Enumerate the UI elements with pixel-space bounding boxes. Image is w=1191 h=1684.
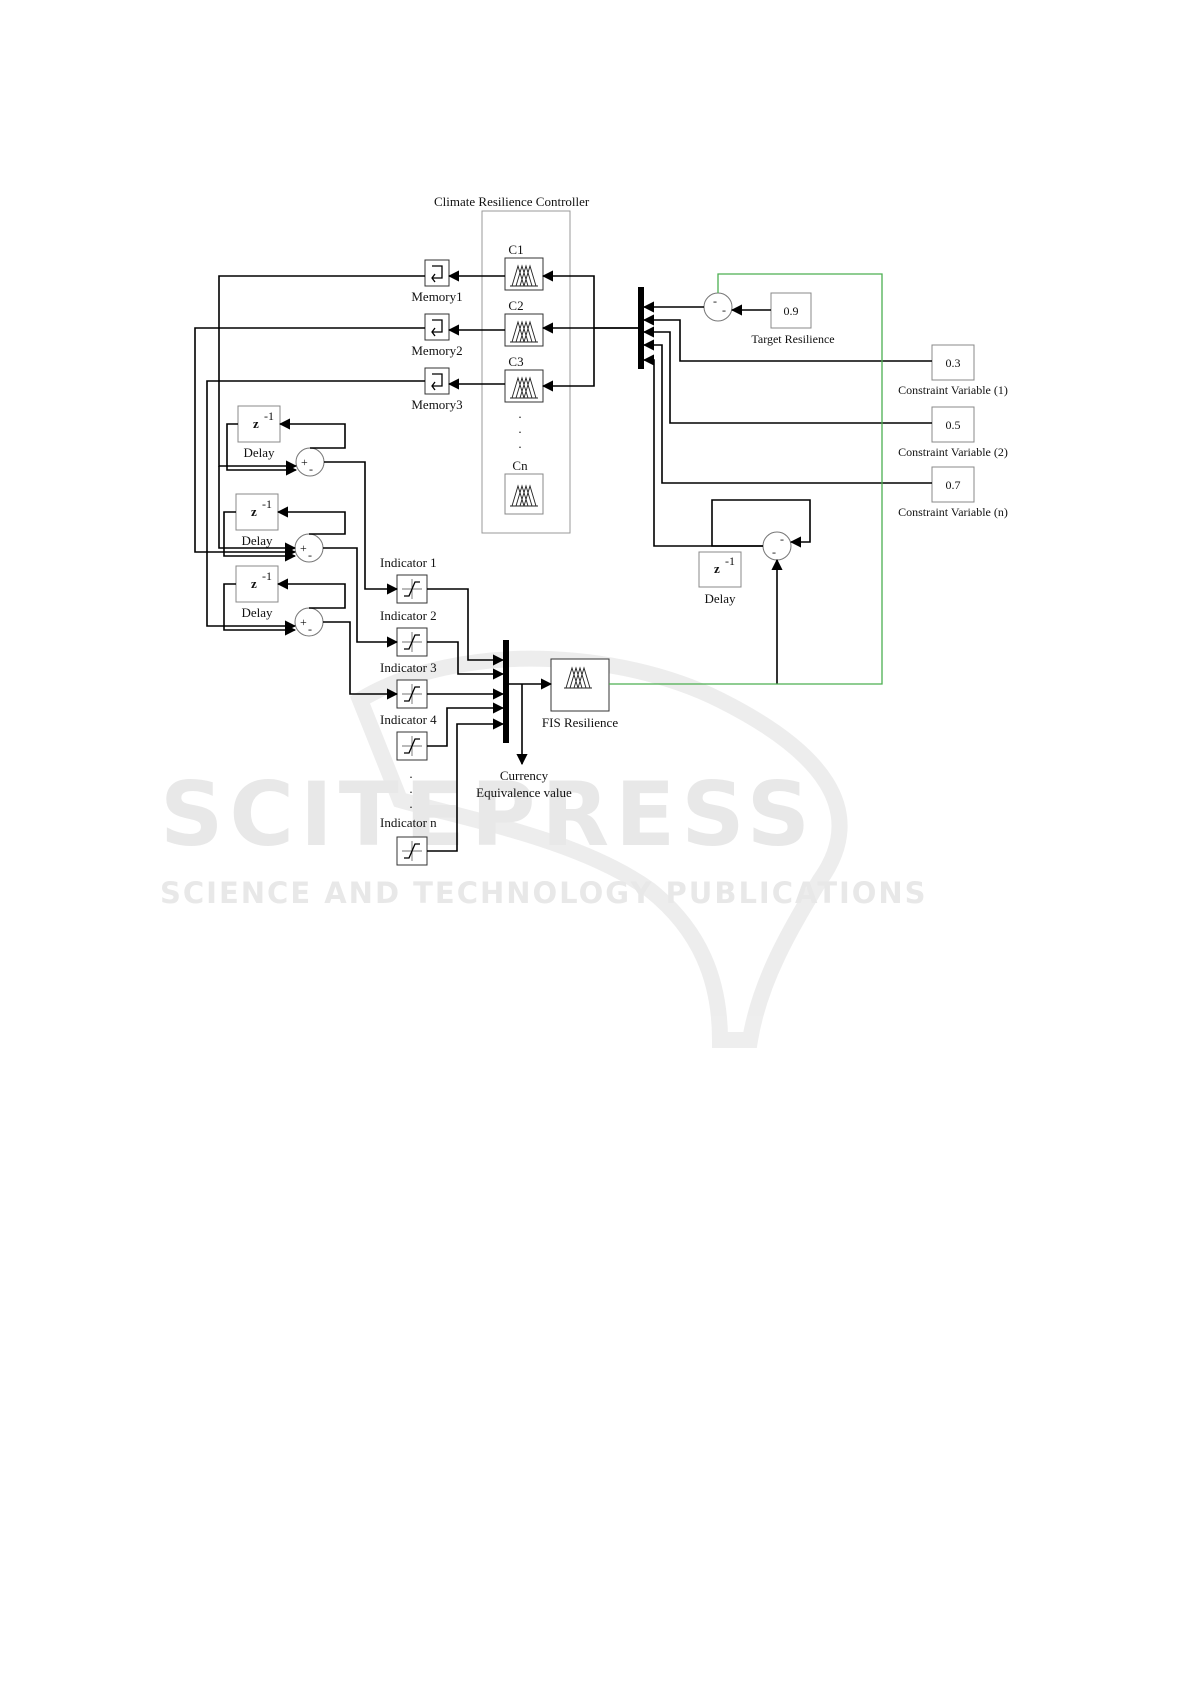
constraint-1-box — [931, 344, 975, 381]
delay-exponent: -1 — [725, 554, 735, 568]
sum-sign: - — [772, 545, 776, 559]
memory-block-3-label: Memory3 — [411, 397, 462, 412]
sum-block-2[interactable]: + - — [294, 533, 324, 563]
target-sum-circle — [703, 292, 733, 322]
target-resilience-block[interactable]: 0.9 Target Resilience — [751, 292, 835, 346]
controller-block-c2[interactable]: C2 — [504, 298, 544, 347]
memory-block-1-box — [424, 259, 450, 287]
memory-block-3-box — [424, 367, 450, 395]
constraint-2-box — [931, 406, 975, 443]
ellipsis-dot: . — [409, 781, 412, 796]
target-resilience-label: Target Resilience — [751, 332, 834, 346]
controller-block-cn-label: Cn — [512, 458, 528, 473]
output-label-line2: Equivalence value — [476, 785, 572, 800]
sum-sign: + — [300, 541, 307, 555]
controller-block-c2-label: C2 — [508, 298, 523, 313]
ellipsis-dot: . — [518, 436, 521, 451]
constraint-block-n[interactable]: 0.7 Constraint Variable (n) — [898, 466, 1008, 519]
right-delay-block[interactable]: z -1 Delay — [698, 551, 742, 606]
output-label-line1: Currency — [500, 768, 549, 783]
constraint-2-value: 0.5 — [946, 418, 961, 432]
sum-sign: - — [308, 548, 312, 562]
watermark: SCITEPRESS SCIENCE AND TECHNOLOGY PUBLIC… — [160, 650, 928, 1048]
sum-sign: - — [308, 622, 312, 636]
delay-block-2-label: Delay — [241, 533, 273, 548]
watermark-swoosh — [350, 650, 848, 1048]
fis-resilience-block[interactable]: FIS Resilience — [542, 658, 618, 730]
constraint-2-label: Constraint Variable (2) — [898, 445, 1008, 459]
delay-block-3-label: Delay — [241, 605, 273, 620]
delay-exponent: -1 — [262, 569, 272, 583]
delay-block-1-label: Delay — [243, 445, 275, 460]
memory-block-3[interactable]: Memory3 — [411, 367, 463, 412]
target-resilience-box — [770, 292, 812, 329]
controller-block-c1[interactable]: C1 — [504, 242, 544, 291]
memory-block-1-label: Memory1 — [411, 289, 462, 304]
watermark-subtitle: SCIENCE AND TECHNOLOGY PUBLICATIONS — [160, 876, 928, 910]
controller-block-c3-label: C3 — [508, 354, 523, 369]
indicator-block-n[interactable]: Indicator n — [380, 815, 437, 866]
constraint-n-label: Constraint Variable (n) — [898, 505, 1008, 519]
delay-z-symbol: z — [251, 504, 257, 519]
controller-title: Climate Resilience Controller — [434, 194, 590, 209]
ellipsis-dot: . — [518, 406, 521, 421]
constraint-block-1[interactable]: 0.3 Constraint Variable (1) — [898, 344, 1008, 397]
watermark-title: SCITEPRESS — [160, 763, 816, 866]
controller-ellipsis: . . . — [518, 406, 521, 451]
memory-block-2[interactable]: Memory2 — [411, 313, 463, 358]
indicator-ellipsis: . . . — [409, 766, 412, 811]
constraint-1-label: Constraint Variable (1) — [898, 383, 1008, 397]
delay-block-2[interactable]: z -1 Delay — [235, 493, 279, 548]
signal-wires — [194, 270, 932, 852]
indicator-block-3[interactable]: Indicator 3 — [380, 660, 437, 709]
indicator-4-label: Indicator 4 — [380, 712, 437, 727]
constraint-1-value: 0.3 — [946, 356, 961, 370]
sum-sign: + — [301, 455, 308, 469]
target-sum-block[interactable]: - - — [703, 292, 733, 322]
sum-sign: - — [309, 462, 313, 476]
constraint-block-2[interactable]: 0.5 Constraint Variable (2) — [898, 406, 1008, 459]
delay-z-symbol: z — [251, 576, 257, 591]
feedback-sum-circle — [762, 531, 792, 561]
indicator-block-1[interactable]: Indicator 1 — [380, 555, 437, 604]
memory-block-2-box — [424, 313, 450, 341]
target-resilience-value: 0.9 — [784, 304, 799, 318]
constraint-n-value: 0.7 — [946, 478, 961, 492]
right-delay-label: Delay — [704, 591, 736, 606]
ellipsis-dot: . — [409, 766, 412, 781]
indicator-1-label: Indicator 1 — [380, 555, 437, 570]
right-delay-box — [698, 551, 742, 588]
sum-sign: - — [713, 294, 717, 308]
indicator-3-label: Indicator 3 — [380, 660, 437, 675]
sum-block-1[interactable]: + - — [295, 447, 325, 477]
memory-block-2-label: Memory2 — [411, 343, 462, 358]
sum-block-3[interactable]: + - — [294, 607, 324, 637]
controller-subsystem-box — [481, 210, 571, 534]
controller-block-cn[interactable]: Cn — [504, 458, 544, 515]
delay-exponent: -1 — [264, 409, 274, 423]
indicator-2-label: Indicator 2 — [380, 608, 437, 623]
sum-sign: - — [722, 303, 726, 317]
delay-block-1[interactable]: z -1 Delay — [237, 405, 281, 460]
indicator-block-4[interactable]: Indicator 4 — [380, 712, 437, 761]
constraint-n-box — [931, 466, 975, 503]
indicator-block-2[interactable]: Indicator 2 — [380, 608, 437, 657]
controller-mux-bar[interactable] — [638, 287, 644, 369]
controller-block-c3[interactable]: C3 — [504, 354, 544, 403]
controller-block-c1-label: C1 — [508, 242, 523, 257]
memory-block-1[interactable]: Memory1 — [411, 259, 463, 304]
delay-block-3[interactable]: z -1 Delay — [235, 565, 279, 620]
delay-z-symbol: z — [714, 561, 720, 576]
fis-resilience-label: FIS Resilience — [542, 715, 618, 730]
ellipsis-dot: . — [409, 796, 412, 811]
delay-exponent: -1 — [262, 497, 272, 511]
delay-z-symbol: z — [253, 416, 259, 431]
sum-sign: - — [780, 532, 784, 546]
ellipsis-dot: . — [518, 421, 521, 436]
indicator-mux-bar[interactable] — [503, 640, 509, 743]
indicator-n-label: Indicator n — [380, 815, 437, 830]
sum-sign: + — [300, 615, 307, 629]
feedback-sum-block[interactable]: - - — [762, 531, 792, 561]
